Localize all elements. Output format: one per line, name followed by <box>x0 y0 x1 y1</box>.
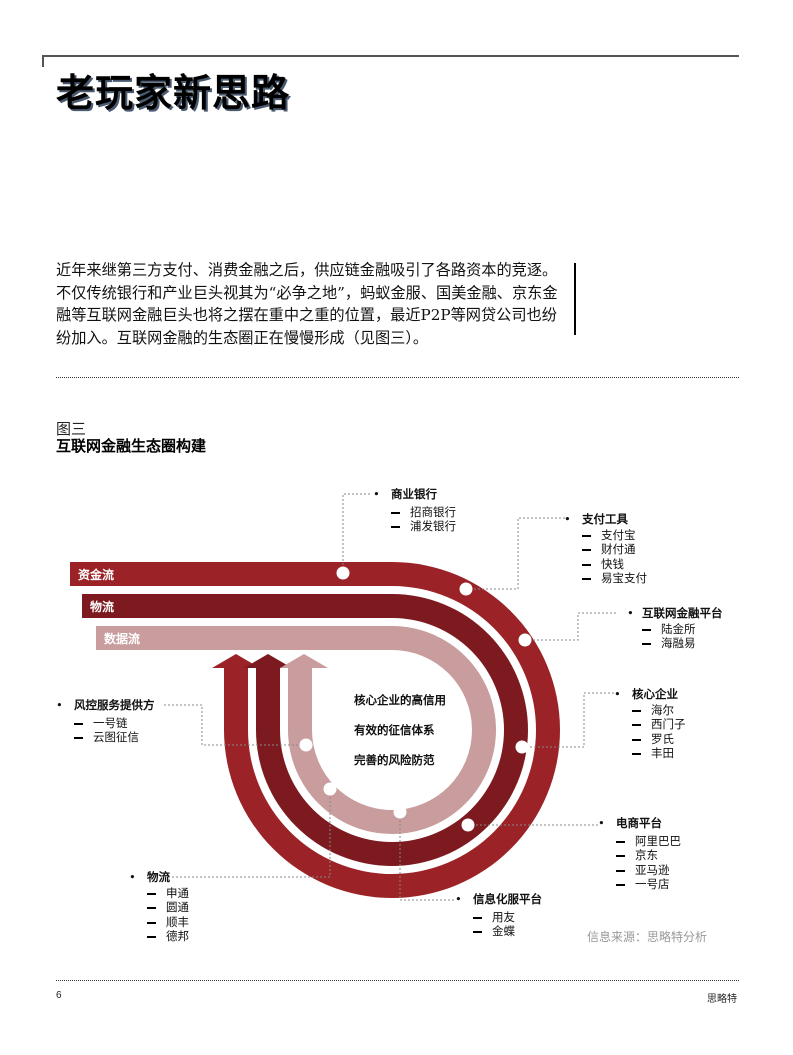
data-flow-arrow-icon <box>280 654 328 668</box>
intro-side-rule <box>574 263 576 335</box>
figure-number: 图三 <box>56 420 87 438</box>
page-number: 6 <box>56 990 62 1001</box>
group-ecommerce: •电商平台 阿里巴巴 京东 亚马逊 一号店 <box>598 816 681 891</box>
footer-brand: 思略特 <box>707 994 737 1005</box>
logistics-flow-band <box>82 594 528 866</box>
node-dots <box>299 566 532 832</box>
group-logistics: •物流 申通 圆通 顺丰 德邦 <box>129 870 189 943</box>
flow-label-funds: 资金流 <box>78 568 115 582</box>
fund-flow-arrow-icon <box>212 654 260 668</box>
figure-title: 互联网金融生态圈构建 <box>56 437 207 455</box>
connector-lines <box>162 493 618 901</box>
data-flow-band <box>96 626 496 834</box>
group-info-service: •信息化服平台 用友 金蝶 <box>455 892 542 938</box>
group-core-enterprise: •核心企业 海尔 西门子 罗氏 丰田 <box>614 687 686 760</box>
ecosystem-diagram <box>70 493 618 901</box>
page-title: 老玩家新思路 <box>56 70 291 115</box>
group-risk-control: •风控服务提供方 一号链 云图征信 <box>56 698 155 744</box>
header-rule <box>42 55 739 57</box>
flow-label-logistics: 物流 <box>90 600 115 614</box>
group-commercial-banks: •商业银行 招商银行 浦发银行 <box>373 487 456 533</box>
group-payment-tools: •支付工具 支付宝 财付通 快钱 易宝支付 <box>564 512 647 585</box>
group-internet-finance: •互联网金融平台 陆金所 海融易 <box>627 606 723 650</box>
figure-source: 信息来源：思略特分析 <box>587 930 708 944</box>
flow-label-data: 数据流 <box>104 632 141 646</box>
center-text-1: 核心企业的高信用 <box>354 693 446 707</box>
header-rule-tick <box>42 55 44 67</box>
footer-divider <box>56 980 739 981</box>
center-text-2: 有效的征信体系 <box>354 723 435 737</box>
intro-paragraph: 近年来继第三方支付、消费金融之后，供应链金融吸引了各路资本的竞逐。不仅传统银行和… <box>56 261 558 347</box>
logistics-flow-arrow-icon <box>244 654 292 668</box>
center-text-3: 完善的风险防范 <box>354 753 435 767</box>
section-divider <box>56 377 739 378</box>
